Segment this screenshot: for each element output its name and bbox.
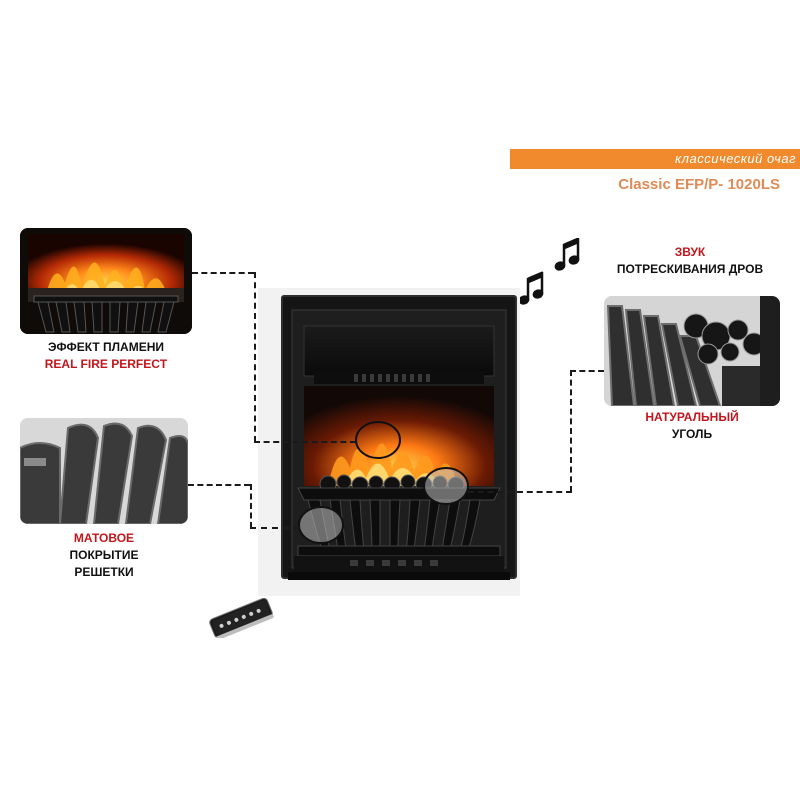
grate-label-line2: ПОКРЫТИЕ [69, 548, 139, 562]
natural-coal-photo [604, 296, 780, 406]
coal-label-line1: НАТУРАЛЬНЫЙ [645, 410, 739, 424]
grate-finish-photo [20, 418, 188, 524]
connector-grate-h2 [250, 527, 300, 529]
music-notes-icon [518, 238, 580, 305]
connector-grate-v [250, 484, 252, 528]
sound-label-line1: ЗВУК [674, 245, 706, 259]
fireplace-image [281, 295, 517, 580]
flame-label-line1: ЭФФЕКТ ПЛАМЕНИ [48, 340, 164, 354]
flame-effect-image [20, 228, 192, 334]
coal-label-line2: УГОЛЬ [671, 427, 713, 441]
category-label: классический очаг [675, 151, 796, 166]
grate-label-line1: МАТОВОЕ [73, 531, 135, 545]
connector-flame-v [254, 272, 256, 442]
grate-finish-image [20, 418, 188, 524]
remote-control [209, 598, 274, 638]
flame-label-line2: REAL FIRE PERFECT [44, 357, 168, 371]
category-banner: классический очаг [510, 149, 800, 169]
connector-grate-h1 [188, 484, 250, 486]
connector-coal-v [570, 370, 572, 492]
grate-label-line3: РЕШЕТКИ [74, 565, 134, 579]
connector-coal-h1 [570, 370, 604, 372]
model-name: Classic EFP/P- 1020LS [618, 176, 780, 193]
connector-flame-h1 [192, 272, 254, 274]
natural-coal-image [604, 296, 780, 406]
connector-flame-h2 [254, 441, 356, 443]
sound-label-line2: ПОТРЕСКИВАНИЯ ДРОВ [616, 262, 764, 276]
flame-effect-photo [20, 228, 192, 334]
connector-coal-h2 [468, 491, 572, 493]
